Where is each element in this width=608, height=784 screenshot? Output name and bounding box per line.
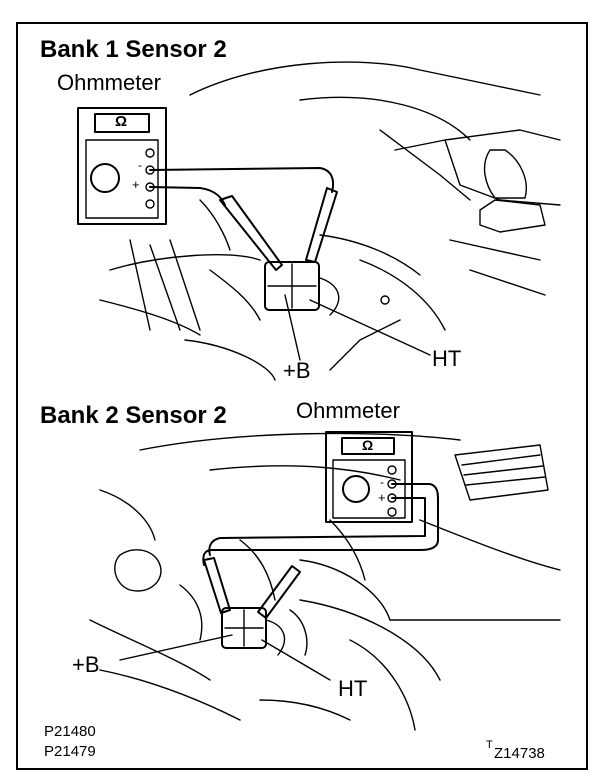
bank1-ht-leader: [309, 299, 431, 356]
bank2-ohmmeter-jack: [387, 507, 397, 517]
bank2-floor: [289, 609, 308, 656]
bank2-test-lead: [202, 483, 439, 566]
bank2-floor: [99, 489, 156, 541]
bank1-ohmmeter-panel: [85, 139, 159, 219]
bank2-title: Bank 2 Sensor 2: [40, 402, 227, 429]
bank1-floor: [129, 239, 151, 331]
bank1-dash-line: [299, 96, 471, 141]
bank2-ohmmeter-jack: [387, 465, 397, 475]
bank1-floor: [449, 239, 541, 261]
bank2-b-leader: [119, 634, 233, 661]
bank2-vent: [454, 444, 549, 501]
diagram-frame: [16, 22, 588, 770]
bank2-test-lead: [208, 497, 426, 556]
bank2-probe: [203, 557, 231, 614]
bank1-ohmmeter-label: Ohmmeter: [57, 70, 161, 95]
bank1-floor: [329, 319, 401, 371]
bank2-panel: [299, 599, 441, 681]
bank2-terminal-b: +B: [72, 652, 100, 677]
bank2-probe: [257, 565, 301, 619]
bank1-shifter: [483, 149, 527, 199]
bank1-floor: [109, 254, 261, 271]
bank2-ht-leader: [261, 639, 331, 681]
bank1-test-lead: [149, 167, 335, 193]
bank2-panel: [299, 559, 561, 621]
bank2-floor: [259, 699, 351, 721]
bank1-title: Bank 1 Sensor 2: [40, 36, 227, 63]
bank1-b-leader: [284, 294, 301, 361]
reference-code: Z14738: [494, 745, 545, 762]
bank2-scene: [89, 431, 561, 731]
bank1-ohmmeter-body: [77, 107, 167, 225]
bank2-minus-sign: -: [380, 475, 384, 489]
bank1-floor: [99, 299, 201, 336]
bank1-probe: [305, 187, 338, 263]
bank1-ohmmeter-jack: [145, 199, 155, 209]
bank1-test-lead: [149, 186, 226, 206]
bank2-dash-line: [209, 465, 401, 481]
bank2-floor: [239, 539, 276, 601]
bank1-ohmmeter-display: [94, 113, 150, 133]
bank1-plus-sign: +: [132, 177, 140, 192]
bank2-dash-line: [139, 432, 461, 451]
bank1-ohm-symbol: Ω: [115, 113, 128, 130]
bank1-floor: [184, 339, 276, 381]
bank2-ohm-symbol: Ω: [362, 437, 374, 453]
figure-code-1: P21480: [44, 723, 96, 740]
bank1-console: [394, 129, 561, 151]
bank1-console: [444, 139, 561, 206]
bank2-ohmmeter-label: Ohmmeter: [296, 398, 400, 423]
bank2-floor: [89, 619, 211, 681]
bank1-connector: [264, 261, 320, 311]
bank2-connector: [221, 607, 267, 649]
bank1-floor: [319, 234, 421, 276]
bank2-panel: [419, 519, 561, 571]
bank2-floor: [179, 584, 203, 641]
bank1-ohmmeter-jack: [145, 148, 155, 158]
bank2-ohmmeter-panel: [332, 459, 406, 519]
bank1-floor: [469, 269, 546, 296]
bank2-ohmmeter-display: [341, 437, 395, 455]
bank2-wire-harness: [265, 619, 286, 656]
bank2-floor: [99, 669, 241, 721]
bank1-floor: [149, 244, 181, 331]
bank2-panel: [349, 639, 416, 731]
bank1-floor: [199, 199, 231, 251]
bank1-terminal-ht: HT: [432, 346, 462, 371]
bank2-ohmmeter-body: [325, 431, 413, 523]
figure-code-2: P21479: [44, 743, 96, 760]
bank2-ohmmeter-dial: [342, 475, 370, 503]
bank2-floor: [114, 549, 162, 592]
bank1-minus-sign: -: [138, 158, 142, 172]
bank2-terminal-ht: HT: [338, 676, 368, 701]
bank1-dash-line: [379, 129, 471, 201]
reference-prefix: T: [486, 739, 493, 751]
bank1-scene: [77, 61, 561, 381]
bank1-floor: [209, 269, 261, 321]
bank1-ohmmeter-dial: [90, 163, 120, 193]
bank1-shifter: [479, 199, 546, 233]
bank1-terminal-b: +B: [283, 358, 311, 383]
bank1-probe: [219, 195, 283, 271]
bank1-dash-line: [189, 61, 541, 96]
bank1-floor: [169, 239, 201, 331]
bank1-floor: [359, 259, 446, 331]
bank2-plus-sign: +: [378, 490, 386, 505]
bank1-bolt: [380, 295, 390, 305]
